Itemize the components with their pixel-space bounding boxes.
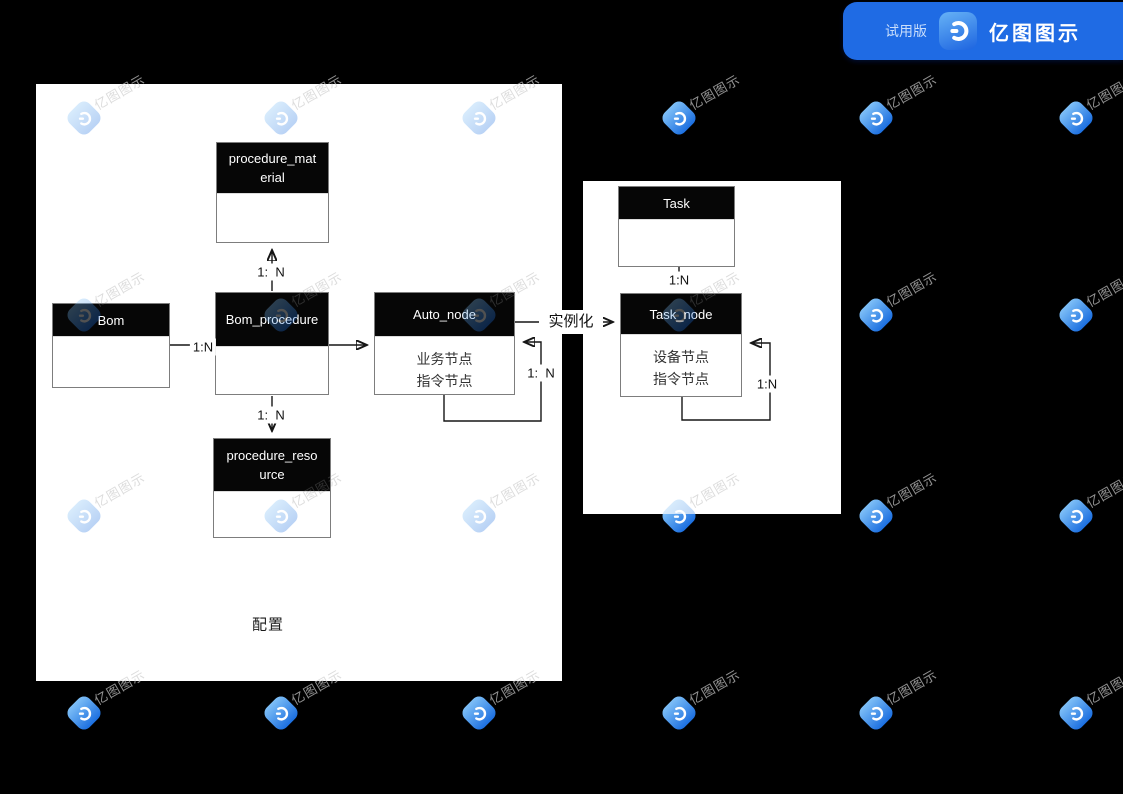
- label-cardinality-resource: 1: N: [254, 406, 288, 424]
- entity-name: procedure_resource: [226, 448, 318, 482]
- entity-body: [53, 337, 169, 387]
- label-cardinality-autonode-loop: 1: N: [524, 364, 558, 382]
- entity-task[interactable]: Task: [618, 186, 735, 267]
- label-cardinality-material: 1: N: [254, 263, 288, 281]
- entity-name: Bom_procedure: [225, 312, 319, 327]
- trial-badge[interactable]: 试用版 亿图图示: [843, 2, 1123, 60]
- entity-body: 设备节点 指令节点: [621, 335, 741, 396]
- entity-procedure-resource[interactable]: procedure_resource: [213, 438, 331, 538]
- entity-body: [214, 492, 330, 537]
- entity-bom[interactable]: Bom: [52, 303, 170, 388]
- entity-body-line: 指令节点: [416, 373, 473, 389]
- entity-header: Bom_procedure: [216, 293, 328, 347]
- label-instantiate: 实例化: [539, 310, 603, 334]
- connector-tasknode-selfloop[interactable]: [681, 343, 771, 421]
- entity-body: [216, 347, 328, 394]
- entity-name: Auto_node: [413, 307, 476, 322]
- entity-task-node[interactable]: Task_node 设备节点 指令节点: [620, 293, 742, 397]
- page-note: 配置: [251, 616, 285, 634]
- entity-name: Task: [663, 195, 690, 211]
- entity-body: [619, 220, 734, 266]
- entity-auto-node[interactable]: Auto_node 业务节点 指令节点: [374, 292, 515, 395]
- entity-name: procedure_material: [228, 151, 317, 185]
- entity-header: procedure_material: [217, 143, 328, 194]
- trial-label: 试用版: [885, 23, 927, 39]
- entity-name: Bom: [97, 312, 125, 328]
- entity-body-line: 设备节点: [653, 349, 709, 365]
- connector-autonode-selfloop[interactable]: [443, 342, 542, 422]
- edraw-logo-icon: [939, 12, 977, 50]
- entity-header: Bom: [53, 304, 169, 337]
- entity-body-line: 业务节点: [416, 351, 473, 367]
- entity-header: Task_node: [621, 294, 741, 335]
- entity-name: Task_node: [649, 306, 713, 322]
- label-cardinality-task: 1:N: [665, 271, 693, 289]
- entity-bom-procedure[interactable]: Bom_procedure: [215, 292, 329, 395]
- label-cardinality-tasknode-loop: 1:N: [753, 375, 781, 393]
- entity-body-line: 指令节点: [653, 371, 709, 387]
- label-cardinality-bom: 1:N: [189, 338, 217, 356]
- entity-header: Auto_node: [375, 293, 514, 337]
- entity-header: procedure_resource: [214, 439, 330, 492]
- entity-header: Task: [619, 187, 734, 220]
- entity-procedure-material[interactable]: procedure_material: [216, 142, 329, 243]
- brand-name: 亿图图示: [989, 22, 1081, 45]
- entity-body: [217, 194, 328, 242]
- entity-body: 业务节点 指令节点: [375, 337, 514, 394]
